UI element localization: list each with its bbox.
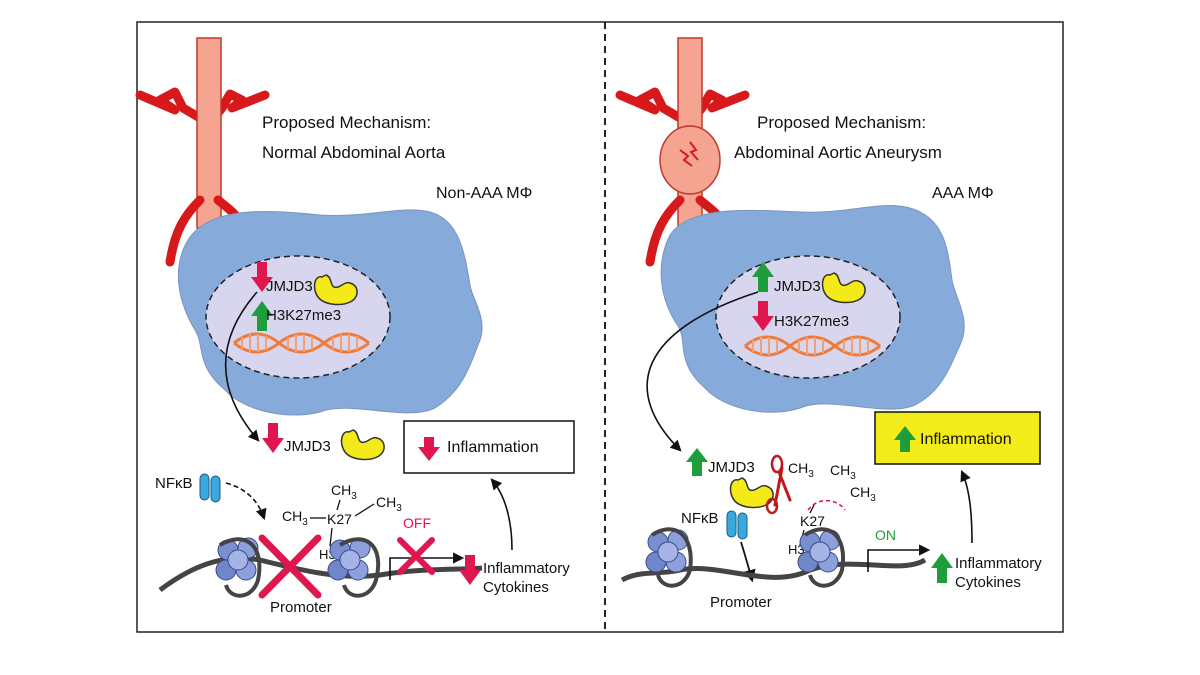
left-nfkb-dashed-arrow <box>225 482 267 521</box>
left-k27-label: K27 <box>327 511 352 527</box>
right-promoter-label: Promoter <box>710 594 772 611</box>
left-ch3-right: CH3 <box>376 494 402 514</box>
left-transcription-arrow <box>389 552 465 580</box>
left-off-label: OFF <box>403 515 431 531</box>
left-jmjd3-cyto-icon <box>340 429 385 461</box>
right-cytokines-line1: Inflammatory <box>955 555 1042 572</box>
left-nfkb-label: NFκB <box>155 475 193 492</box>
right-ch3-a: CH3 <box>788 460 814 480</box>
left-h3k27me3: H3K27me3 <box>266 307 341 324</box>
right-inflammation-label: Inflammation <box>920 431 1012 448</box>
right-cytokines-line2: Cytokines <box>955 574 1021 591</box>
right-h3k27me3: H3K27me3 <box>774 313 849 330</box>
left-jmjd3-nuclear: JMJD3 <box>266 278 313 295</box>
left-cytokines-line2: Cytokines <box>483 579 549 596</box>
aneurysm-aorta <box>615 37 750 267</box>
right-jmjd3-cytoplasm: JMJD3 <box>708 459 755 476</box>
right-title-line1: Proposed Mechanism: <box>757 113 926 132</box>
left-export-arrow <box>224 291 260 442</box>
right-jmjd3-cyto-up-arrow <box>686 448 708 476</box>
right-jmjd3-up-arrow <box>752 262 774 292</box>
left-h3k27-up-arrow <box>251 301 273 331</box>
left-jmjd3-cytoplasm: JMJD3 <box>284 438 331 455</box>
right-inflammation-up-arrow <box>894 426 916 452</box>
right-h3k27-down-arrow <box>752 301 774 331</box>
left-jmjd3-down-arrow <box>251 262 273 292</box>
right-export-arrow <box>646 291 759 452</box>
left-title-line2: Normal Abdominal Aorta <box>262 143 446 162</box>
right-ch3-c: CH3 <box>850 484 876 504</box>
scissors-icon <box>765 454 792 515</box>
left-chromatin-strand <box>158 555 483 593</box>
left-block-x-2 <box>397 537 435 575</box>
left-promoter-label: Promoter <box>270 599 332 616</box>
left-title-line1: Proposed Mechanism: <box>262 113 431 132</box>
left-panel: Proposed Mechanism: Normal Abdominal Aor… <box>135 37 575 616</box>
right-title-line2: Abdominal Aortic Aneurysm <box>734 143 942 162</box>
right-nfkb-icon <box>726 510 748 540</box>
right-demethylation-dashed <box>807 499 846 511</box>
right-panel: Proposed Mechanism: Abdominal Aortic Ane… <box>615 37 1042 611</box>
right-cytokine-to-inflammation-arrow <box>960 469 973 544</box>
left-inflammation-down-arrow <box>418 437 440 461</box>
right-nfkb-label: NFκB <box>681 510 719 527</box>
left-nfkb-icon <box>199 473 221 503</box>
normal-aorta <box>135 37 270 267</box>
right-transcription-arrow <box>867 544 931 572</box>
left-jmjd3-cyto-down-arrow <box>262 423 284 453</box>
aneurysm-bulge <box>659 125 721 195</box>
left-cytokine-to-inflammation-arrow <box>490 478 513 551</box>
right-k27-label: K27 <box>800 513 825 529</box>
right-cytokines-up-arrow <box>931 553 953 583</box>
left-ch3-top: CH3 <box>331 482 357 502</box>
right-on-label: ON <box>875 527 896 543</box>
left-cell-label: Non-AAA MΦ <box>436 185 532 202</box>
left-block-x-1 <box>258 534 322 599</box>
right-chromatin-strand <box>620 557 927 583</box>
left-inflammation-label: Inflammation <box>447 439 539 456</box>
right-jmjd3-nuclear: JMJD3 <box>774 278 821 295</box>
figure-frame <box>136 21 1064 633</box>
left-cytokines-down-arrow <box>459 555 481 585</box>
right-cell-label: AAA MΦ <box>932 185 994 202</box>
left-cytokines-line1: Inflammatory <box>483 560 570 577</box>
right-ch3-b: CH3 <box>830 462 856 482</box>
left-ch3-left: CH3 <box>282 508 308 528</box>
